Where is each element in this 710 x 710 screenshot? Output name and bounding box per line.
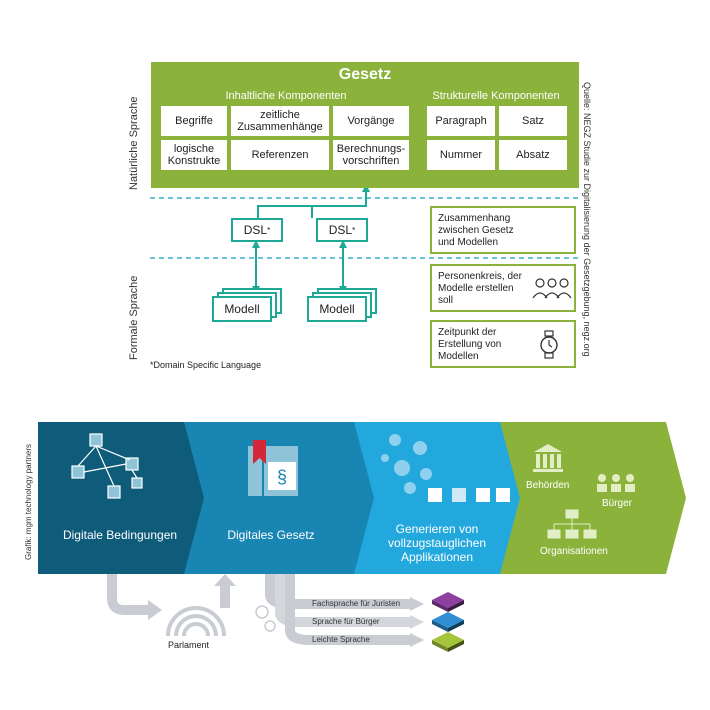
graphic-credit: Grafik: mgm technology partners <box>24 443 33 560</box>
svg-text:§: § <box>277 467 287 487</box>
stage-label-applikationen: Generieren von vollzugstauglichen Applik… <box>387 522 487 564</box>
legend-text: Zusammenhang zwischen Gesetz und Modelle… <box>438 213 514 248</box>
component-absatz: Absatz <box>499 140 567 170</box>
component-paragraph: Paragraph <box>427 106 495 136</box>
component-referenzen: Referenzen <box>231 140 329 170</box>
output-fachsprache: Fachsprache für Juristen <box>312 599 401 608</box>
legend-text: Personenkreis, der Modelle erstellen sol… <box>438 271 522 306</box>
arrow-head-right <box>410 633 424 647</box>
component-satz: Satz <box>499 106 567 136</box>
flow-leicht <box>285 574 410 645</box>
gesetz-panel: Gesetz Inhaltliche Komponenten Strukture… <box>151 62 579 188</box>
modell-box-left: Modell <box>212 296 272 322</box>
component-zeitliche: zeitliche Zusammenhänge <box>231 106 329 136</box>
dsl-box-left: DSL* <box>231 218 283 242</box>
gears-icon <box>381 434 432 494</box>
watch-icon <box>540 330 558 359</box>
dsl-box-right: DSL* <box>316 218 368 242</box>
stage-label-bedingungen: Digitale Bedingungen <box>62 528 178 542</box>
arrow-head-right <box>410 615 424 629</box>
parlament-icon <box>166 606 226 637</box>
component-vorgaenge: Vorgänge <box>333 106 409 136</box>
component-begriffe: Begriffe <box>161 106 227 136</box>
network-icon <box>71 433 143 499</box>
stage-band-2 <box>184 422 380 574</box>
inhaltliche-heading: Inhaltliche Komponenten <box>225 90 347 102</box>
dsl-label: DSL <box>328 223 353 237</box>
dsl-footnote-mark: * <box>267 225 271 235</box>
app-stack-green <box>432 632 464 652</box>
arrow-head-up <box>339 240 347 248</box>
gesetz-title: Gesetz <box>338 66 392 83</box>
output-buerger: Sprache für Bürger <box>312 617 380 626</box>
stage-band-1 <box>38 422 210 574</box>
dsl-footnote-mark: * <box>352 225 356 235</box>
legend-zusammenhang: Zusammenhang zwischen Gesetz und Modelle… <box>430 206 576 254</box>
people-icon <box>532 278 572 299</box>
stage-label-gesetz: Digitales Gesetz <box>227 528 315 542</box>
label-parlament: Parlament <box>168 640 210 650</box>
building-icon <box>533 444 563 472</box>
label-behoerden: Behörden <box>526 480 570 491</box>
legend-personenkreis: Personenkreis, der Modelle erstellen sol… <box>430 264 576 312</box>
legend-text: Zeitpunkt der Erstellung von Modellen <box>438 327 502 362</box>
arrow-head-right <box>148 600 162 620</box>
component-nummer: Nummer <box>427 140 495 170</box>
app-stack-purple <box>432 592 464 612</box>
arrow-head-up <box>252 240 260 248</box>
parlament-return <box>220 584 230 608</box>
small-gears-icon <box>255 605 276 632</box>
citizens-icon <box>597 474 635 492</box>
parlament-flow <box>107 574 150 615</box>
footnote: *Domain Specific Language <box>150 360 262 370</box>
arrow-head-up <box>362 184 370 192</box>
modell-box-right: Modell <box>307 296 367 322</box>
label-organisationen: Organisationen <box>540 546 608 557</box>
component-logische: logische Konstrukte <box>161 140 227 170</box>
component-berechnung: Berechnungs-vorschriften <box>333 140 409 170</box>
org-chart-icon <box>547 509 597 539</box>
app-stack-blue <box>432 612 464 632</box>
output-leicht: Leichte Sprache <box>312 635 370 644</box>
law-document-icon: § <box>248 440 298 496</box>
arrow-head-up <box>214 574 236 586</box>
output-squares <box>428 488 510 502</box>
arrow-head-right <box>410 597 424 611</box>
strukturelle-heading: Strukturelle Komponenten <box>432 90 560 102</box>
dsl-label: DSL <box>243 223 268 237</box>
label-buerger: Bürger <box>602 498 633 509</box>
legend-zeitpunkt: Zeitpunkt der Erstellung von Modellen <box>430 320 576 368</box>
flow-buerger <box>275 574 410 627</box>
